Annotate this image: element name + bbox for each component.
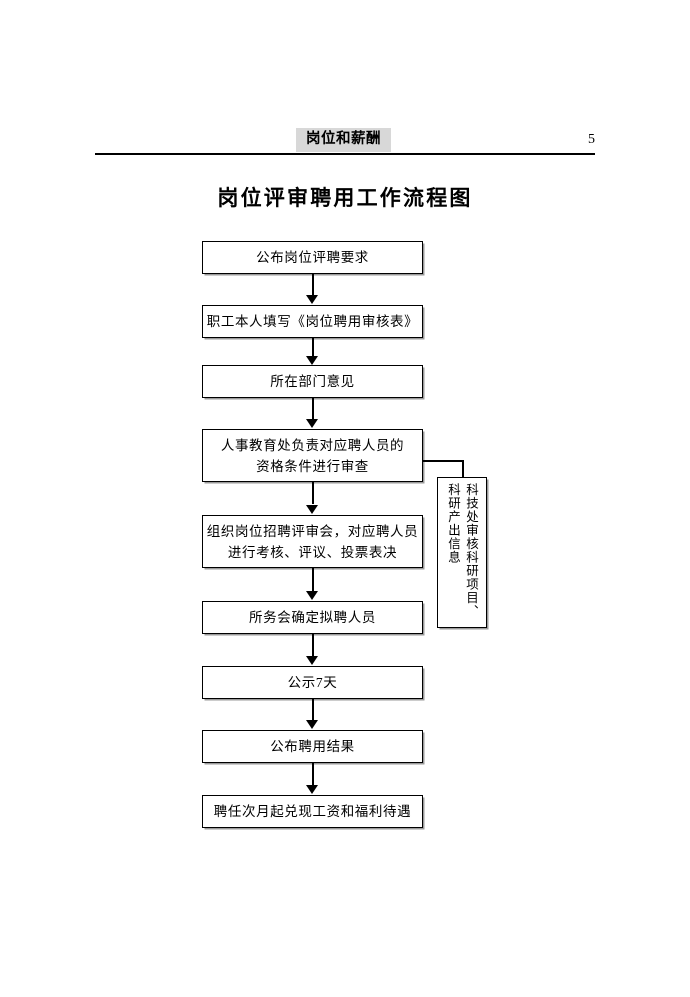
- flow-node-line: 公示7天: [287, 675, 338, 690]
- arrow-head-n1-n2: [306, 295, 318, 304]
- page-number: 5: [588, 132, 595, 147]
- header-divider-rule: [95, 153, 595, 155]
- branch-vertical-to-side-note: [462, 460, 464, 478]
- flow-node-hr-qualification-review: 人事教育处负责对应聘人员的 资格条件进行审查: [202, 429, 423, 482]
- flow-node-institute-meeting-decision: 所务会确定拟聘人员: [202, 601, 423, 634]
- connector-n3-n4: [311, 398, 314, 420]
- flow-node-line: 人事教育处负责对应聘人员的: [220, 437, 405, 453]
- connector-n6-n7: [311, 634, 314, 657]
- flow-node-recruitment-review-meeting: 组织岗位招聘评审会，对应聘人员 进行考核、评议、投票表决: [202, 515, 423, 568]
- branch-horizontal-to-side-note: [423, 460, 464, 462]
- connector-n7-n8: [311, 699, 314, 721]
- page-header: 岗位和薪酬 5: [95, 128, 595, 154]
- arrow-head-n7-n8: [306, 720, 318, 729]
- arrow-head-n4-n5: [306, 505, 318, 514]
- connector-n2-n3: [311, 338, 314, 360]
- connector-n5-n6: [311, 568, 314, 592]
- connector-n4-n5: [311, 482, 314, 504]
- flow-node-public-notice-7-days: 公示7天: [202, 666, 423, 699]
- side-note-column: 科技处审核科研项目、: [464, 483, 478, 618]
- arrow-head-n3-n4: [306, 419, 318, 428]
- arrow-head-n5-n6: [306, 591, 318, 600]
- flow-node-department-opinion: 所在部门意见: [202, 365, 423, 398]
- flow-node-line: 所在部门意见: [270, 374, 355, 389]
- flow-node-line: 公布聘用结果: [270, 739, 355, 754]
- arrow-head-n8-n9: [306, 785, 318, 794]
- flow-node-publish-requirements: 公布岗位评聘要求: [202, 241, 423, 274]
- flow-node-line: 组织岗位招聘评审会，对应聘人员: [206, 523, 419, 539]
- flow-side-note-research-review: 科技处审核科研项目、 科研产出信息: [437, 477, 487, 628]
- flow-node-line: 所务会确定拟聘人员: [249, 610, 376, 625]
- header-section-title: 岗位和薪酬: [296, 128, 391, 152]
- connector-n1-n2: [311, 274, 314, 296]
- arrow-head-n2-n3: [306, 356, 318, 365]
- flow-node-line: 进行考核、评议、投票表决: [227, 544, 398, 560]
- flow-node-line: 公布岗位评聘要求: [256, 250, 369, 265]
- flow-node-line: 职工本人填写《岗位聘用审核表》: [206, 314, 419, 329]
- flow-node-line: 资格条件进行审查: [256, 458, 369, 474]
- flow-node-line: 聘任次月起兑现工资和福利待遇: [213, 804, 412, 819]
- flow-node-salary-benefits-next-month: 聘任次月起兑现工资和福利待遇: [202, 795, 423, 828]
- page-title: 岗位评审聘用工作流程图: [217, 187, 473, 210]
- flow-node-employee-fills-form: 职工本人填写《岗位聘用审核表》: [202, 305, 423, 338]
- side-note-column: 科研产出信息: [446, 483, 460, 564]
- connector-n8-n9: [311, 763, 314, 786]
- flow-node-announce-results: 公布聘用结果: [202, 730, 423, 763]
- arrow-head-n6-n7: [306, 656, 318, 665]
